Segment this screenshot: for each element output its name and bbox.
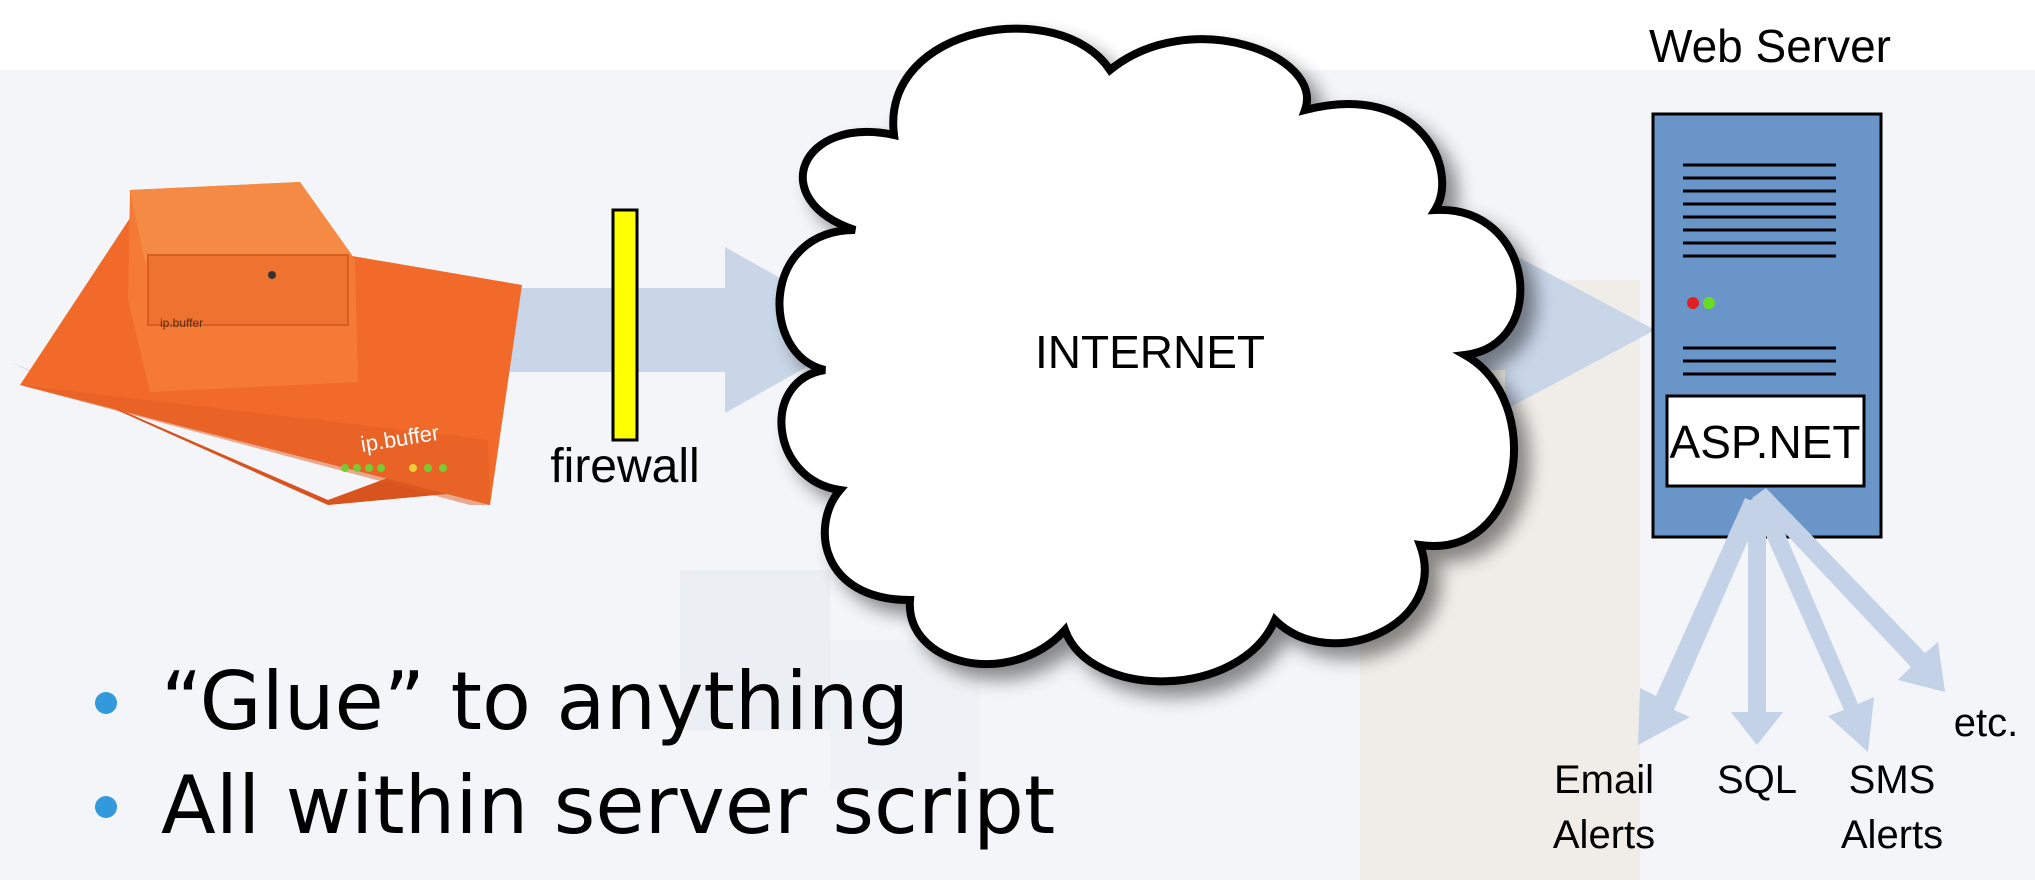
etc-label: etc.: [1954, 701, 2018, 745]
output-arrows: [1638, 488, 1945, 752]
background-tile: [830, 640, 980, 790]
device-base-front: [20, 385, 490, 505]
arrow-device-to-cloud: [490, 247, 872, 413]
sql-label: SQL: [1717, 758, 1797, 802]
bullet-item: All within server script: [95, 754, 1055, 858]
bullet-dot: [95, 692, 117, 714]
internet-label: INTERNET: [1035, 326, 1265, 378]
server-green-led: [1703, 297, 1715, 309]
web-server-label: Web Server: [1649, 20, 1891, 72]
server-red-led: [1687, 297, 1699, 309]
sms-label-line2: Alerts: [1841, 813, 1943, 857]
firewall-label: firewall: [550, 440, 699, 493]
firewall-bar: [611, 208, 639, 442]
ip-buffer-device: ip.buffer ip.buffer: [10, 182, 522, 505]
bullet-item: “Glue” to anything: [95, 650, 1055, 754]
output-labels: Email Alerts SQL SMS Alerts etc.: [1553, 701, 2018, 857]
sms-label-line1: SMS: [1849, 758, 1936, 802]
aspnet-box: [1665, 394, 1866, 488]
bullet-text: “Glue” to anything: [161, 655, 910, 748]
arrow-to-email: [1638, 498, 1763, 745]
bullet-dot: [95, 796, 117, 818]
arrow-to-etc: [1752, 488, 1945, 692]
bullet-list: “Glue” to anything All within server scr…: [95, 650, 1055, 858]
bullet-text: All within server script: [161, 759, 1056, 852]
email-label-line2: Alerts: [1553, 813, 1655, 857]
email-label-line1: Email: [1554, 758, 1654, 802]
aspnet-label: ASP.NET: [1670, 416, 1861, 468]
device-small-panel: [147, 254, 349, 326]
device-status-leds: [341, 464, 447, 472]
device-small-top: [130, 182, 352, 262]
internet-cloud: [775, 24, 1525, 686]
background-tile: [680, 570, 830, 730]
server-vent-lines: [1683, 163, 1836, 376]
device-label-small: ip.buffer: [160, 316, 203, 330]
arrow-to-sms: [1750, 494, 1874, 752]
arrow-to-sql: [1731, 500, 1783, 745]
